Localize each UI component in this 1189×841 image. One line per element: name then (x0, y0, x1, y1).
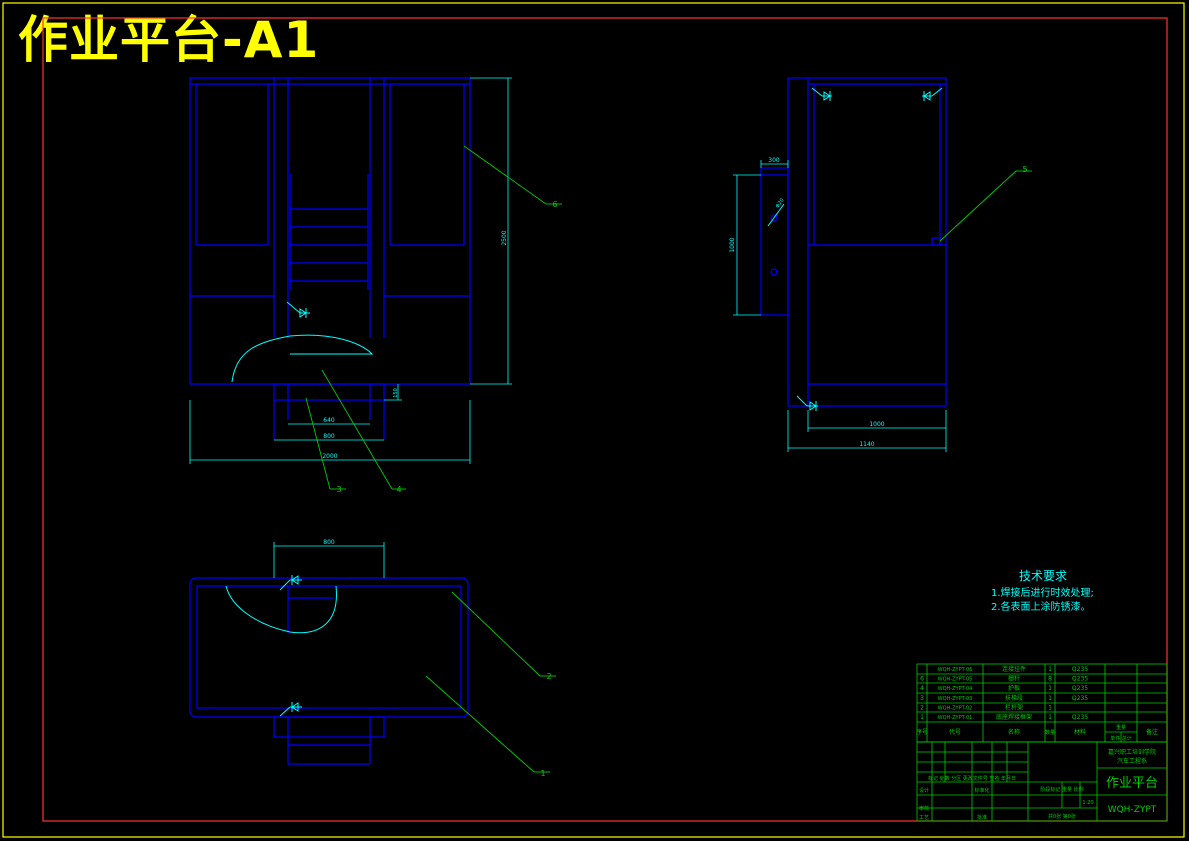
dim-side-inner-width: 1000 (869, 421, 884, 428)
balloon-top-1: 1 (540, 769, 545, 778)
bom-cell-no: 2 (920, 704, 924, 711)
bom-cell-no: 1 (920, 714, 924, 721)
tb-school: 嘉兴职工培训学院 (1108, 748, 1156, 756)
bom-header-unit: 单件 总计 (1110, 735, 1132, 742)
bom-cell-code: WQH-ZYPT-04 (938, 686, 973, 692)
bom-header-code: 代号 (949, 728, 961, 736)
bom-cell-name: 护板 (1008, 684, 1020, 692)
bom-cell-material: Q235 (1072, 666, 1088, 673)
balloon-side-5: 5 (1022, 165, 1027, 174)
tb-drawing-code: WQH-ZYPT (1108, 805, 1157, 815)
front-view: 2500 2000 800 640 150 6 3 4 (189, 77, 562, 494)
bom-cell-material: Q235 (1072, 685, 1088, 692)
bom-cell-code: WQH-ZYPT-03 (938, 696, 973, 702)
dim-side-bracket-width: 300 (768, 157, 780, 164)
bom-cell-name: 底座焊接框架 (996, 713, 1032, 721)
bom-header-no: 序号 (916, 728, 928, 736)
title-block: 标记 处数 分区 更改文件号 签名 年月日 设计 标准化 审核 工艺 批准 阶段… (916, 741, 1168, 822)
balloon-front-3: 3 (336, 485, 341, 494)
tb-row-review: 审核 (919, 805, 929, 812)
bom-cell-name: 扶梯段 (1005, 694, 1023, 702)
bom-cell-code: WQH-ZYPT-01 (938, 715, 973, 721)
bom-cell-qty: 1 (1048, 714, 1052, 721)
bom-cell-qty: 1 (1048, 695, 1052, 702)
bom-cell-qty: 1 (1048, 685, 1052, 692)
dim-top-opening: 800 (323, 539, 335, 546)
bom-cell-qty: 1 (1048, 666, 1052, 673)
bom-cell-material: Q235 (1072, 676, 1088, 683)
bom-header-qty: 数量 (1045, 729, 1055, 736)
technical-notes: 技术要求 1.焊接后进行时效处理; 2.各表面上涂防锈漆。 (991, 569, 1094, 613)
bom-header-weight: 重量 (1116, 724, 1126, 731)
bom-header-material: 材料 (1074, 728, 1086, 736)
bom-header-remark: 备注 (1146, 728, 1158, 736)
bom-header-name: 名称 (1008, 728, 1020, 736)
tb-row-design: 设计 (919, 787, 929, 794)
notes-line-1: 1.焊接后进行时效处理; (991, 586, 1094, 599)
tb-drawing-name: 作业平台 (1106, 776, 1158, 791)
bom-cell-name: 栅杆 (1008, 675, 1020, 683)
tb-mark-labels: 标记 处数 分区 更改文件号 签名 年月日 (928, 775, 1016, 782)
bom-cell-no: 4 (920, 685, 924, 692)
dim-front-stair-opening: 800 (323, 433, 335, 440)
tb-sheets: 共0张 第0张 (1048, 813, 1076, 820)
sheet-title: 作业平台-A1 (18, 11, 320, 69)
tb-row-standard: 标准化 (974, 787, 989, 794)
bom-cell-code: WQH-ZYPT-05 (938, 677, 973, 683)
bom-cell-code: WQH-ZYPT-06 (938, 667, 973, 673)
bom-cell-name: 连接挂件 (1002, 665, 1026, 673)
side-view: 300 1000 Φ20 1000 1140 5 (729, 77, 1032, 452)
tb-department: 汽车工程系 (1117, 757, 1147, 765)
bom-cell-name: 栏杆架 (1005, 703, 1023, 711)
bom-cell-code: WQH-ZYPT-02 (938, 705, 973, 711)
tb-row-process: 工艺 (919, 815, 929, 821)
tb-scale: 1:20 (1082, 800, 1093, 806)
bom-cell-material: Q235 (1072, 714, 1088, 721)
notes-line-2: 2.各表面上涂防锈漆。 (991, 600, 1091, 613)
bom-cell-qty: 1 (1048, 704, 1052, 711)
tb-stage-labels: 阶段标记 重量 比例 (1040, 786, 1083, 793)
dim-front-stair-width: 640 (323, 417, 335, 424)
dim-front-step-height: 150 (393, 388, 399, 398)
top-view: 800 2 1 (189, 539, 556, 778)
dim-front-overall-width: 2000 (322, 453, 337, 460)
bom-cell-qty: 8 (1048, 676, 1052, 683)
dim-front-overall-height: 2500 (501, 230, 508, 245)
bom-cell-no: 6 (920, 676, 924, 683)
tb-row-approve: 批准 (977, 814, 987, 821)
dim-side-bracket-height: 1000 (729, 237, 736, 252)
dim-side-overall-width: 1140 (859, 441, 874, 448)
notes-heading: 技术要求 (1019, 569, 1067, 583)
balloon-front-4: 4 (396, 485, 401, 494)
balloon-front-6: 6 (552, 200, 557, 209)
bom-cell-material: Q235 (1072, 695, 1088, 702)
bom-cell-no: 3 (920, 695, 924, 702)
dim-side-hole: Φ20 (775, 197, 786, 209)
balloon-top-2: 2 (546, 672, 551, 681)
